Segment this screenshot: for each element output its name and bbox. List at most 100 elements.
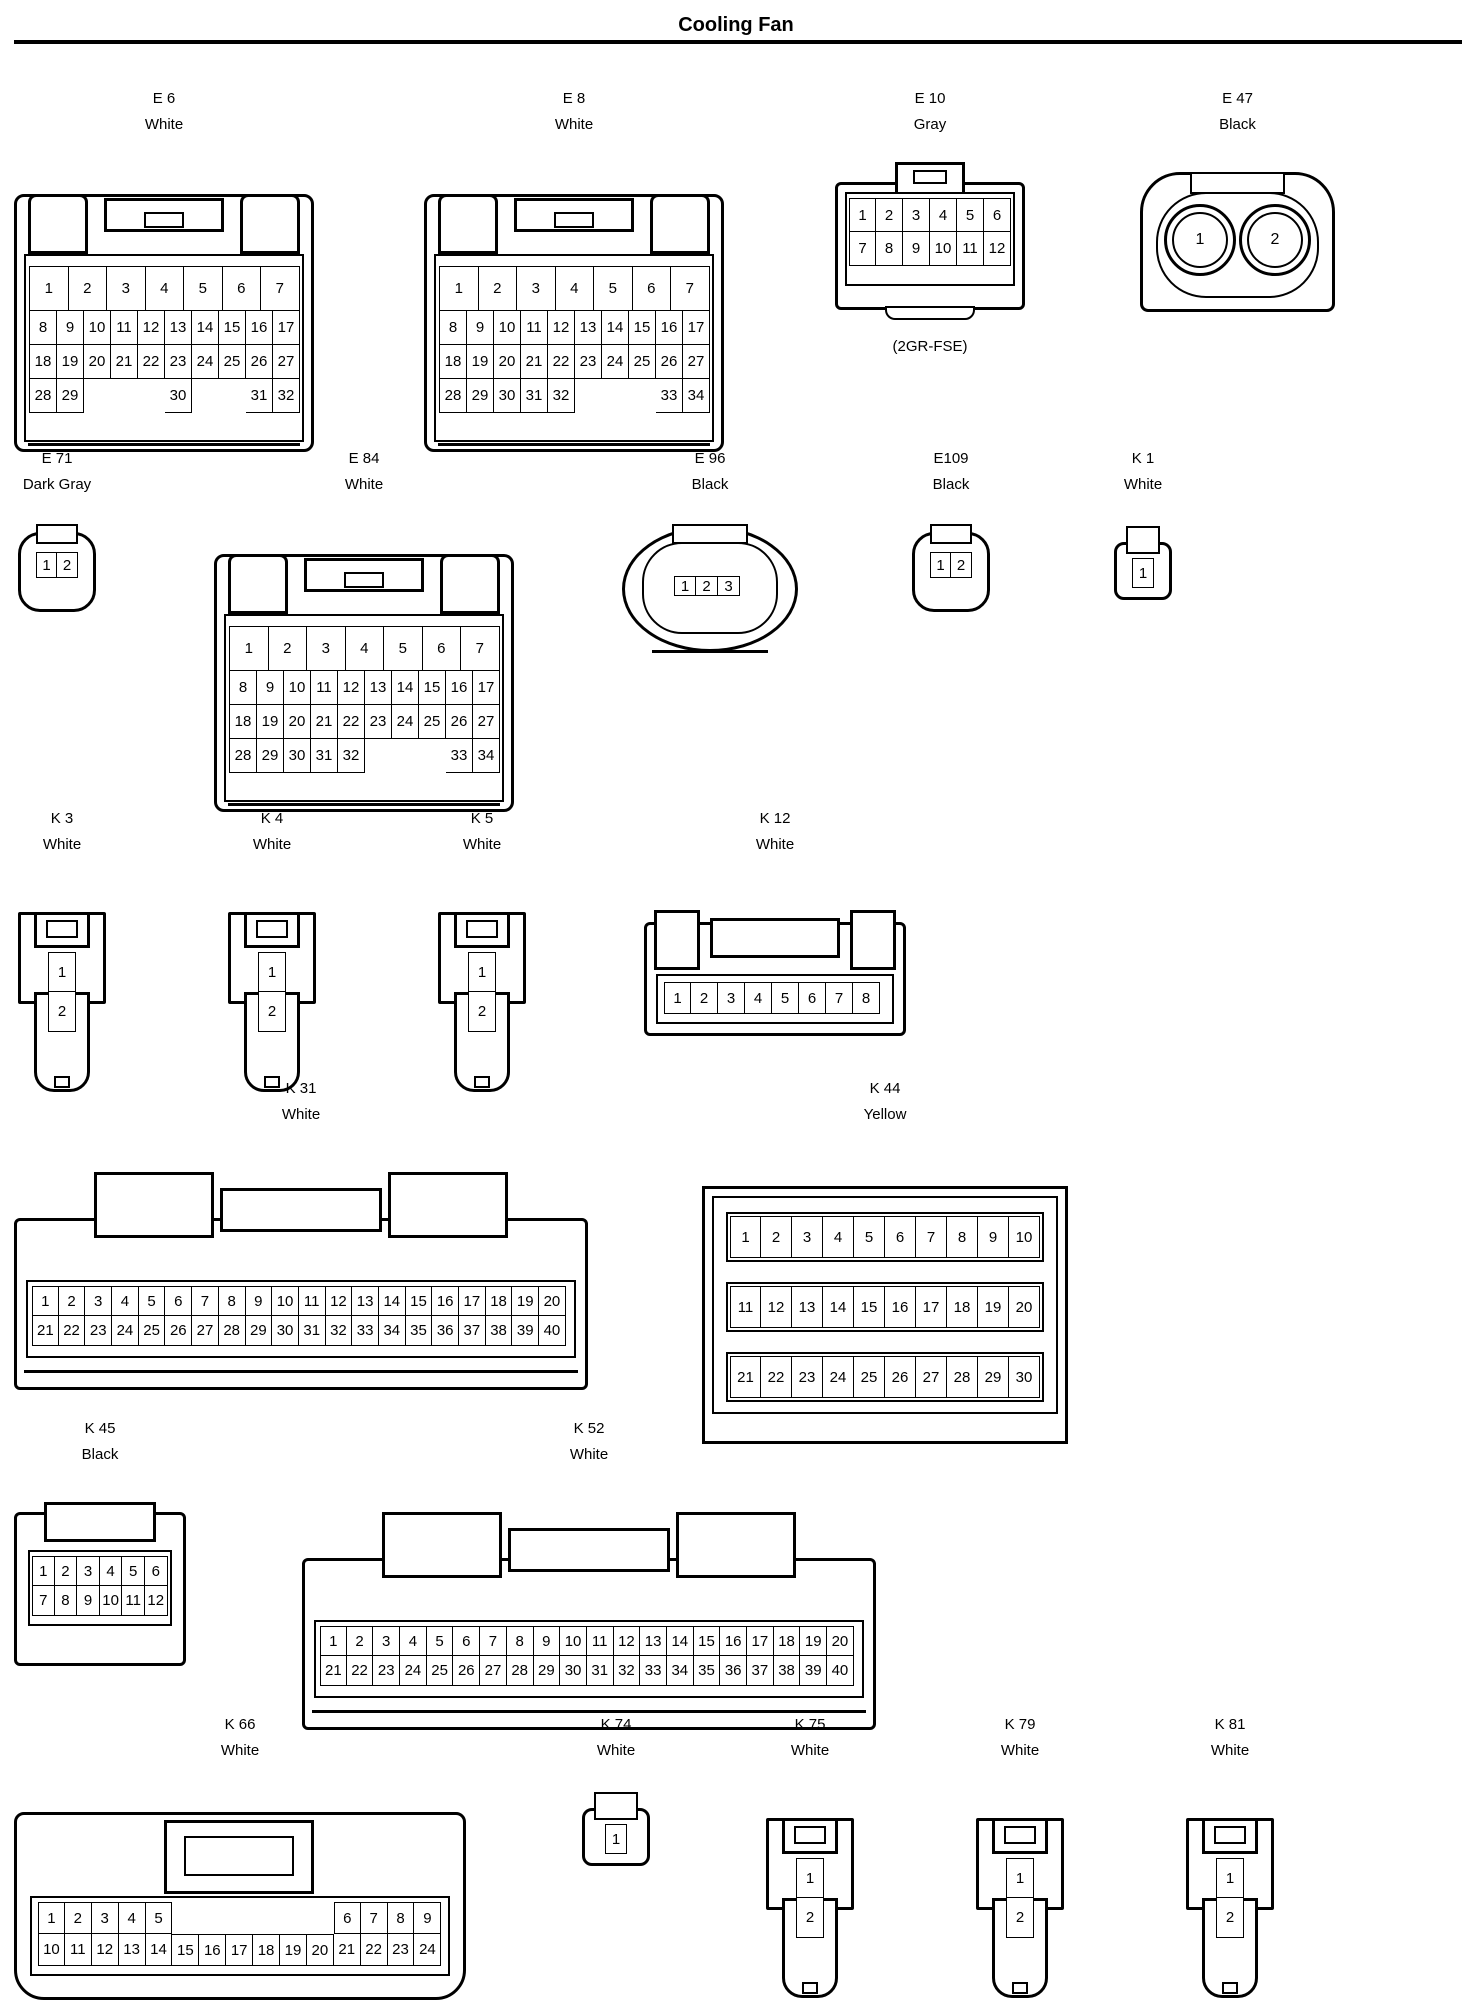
pin-cavity: 1: [468, 952, 496, 992]
connector-color: White: [1210, 1742, 1250, 1759]
pin-cavity: 15: [854, 1286, 885, 1328]
pin-cavity: 10: [272, 1286, 299, 1316]
pin-gap: [84, 379, 111, 413]
pin-cavity: 24: [192, 345, 219, 379]
pin-cavity: 16: [432, 1286, 459, 1316]
pin-cavity: 6: [799, 982, 826, 1014]
pin-cavity: 1: [30, 267, 69, 311]
pin-cavity: 3: [718, 982, 745, 1014]
pin-cavity: 24: [392, 705, 419, 739]
pin-cavity: 1: [674, 576, 696, 596]
pin-cavity: 14: [666, 1626, 694, 1656]
connector-id: E 71: [41, 450, 73, 467]
pin-cavity: 17: [916, 1286, 947, 1328]
pin-cavity: 18: [230, 705, 257, 739]
pin-cavity: 25: [854, 1356, 885, 1398]
pin-cavity: 3: [307, 627, 346, 671]
pin-cavity: 20: [1009, 1286, 1040, 1328]
pin-gap: [629, 379, 656, 413]
pin-cavity: 33: [656, 379, 683, 413]
pin-cavity: 30: [1009, 1356, 1040, 1398]
connector-id: E 47: [1222, 90, 1253, 107]
pin-cavity: 27: [916, 1356, 947, 1398]
pin-cavity: 10: [284, 671, 311, 705]
latch-tab: [654, 910, 700, 970]
pin-cavity: 33: [640, 1656, 667, 1686]
pin-cavity: 21: [111, 345, 138, 379]
pin-cavity: 8: [876, 232, 903, 266]
connector-color: White: [569, 1446, 609, 1463]
pin-cavity: 30: [165, 379, 192, 413]
pin-cavity: 25: [219, 345, 246, 379]
pin-cavity: 12: [338, 671, 365, 705]
connector-color: White: [755, 836, 795, 853]
pin-cavity: 2: [1216, 1898, 1244, 1938]
lock-lever: [54, 1076, 70, 1088]
lock-lever: [264, 1076, 280, 1088]
connector-id: E 6: [152, 90, 176, 107]
pin-cavity: 17: [226, 1934, 254, 1966]
connector-base: [438, 443, 710, 446]
pin-number: 1: [1195, 231, 1205, 248]
lock-lever: [1004, 1826, 1036, 1844]
pin-cavity: 7: [192, 1286, 219, 1316]
pin-cavity: 4: [823, 1216, 854, 1258]
pin-cavity: 9: [57, 311, 84, 345]
pin-cavity: 8: [506, 1626, 534, 1656]
pin-gap: [172, 1902, 199, 1934]
pin-cavity: 23: [792, 1356, 823, 1398]
pin-cavity: 16: [656, 311, 683, 345]
pin-cavity: 26: [246, 345, 273, 379]
pin-cavity: 1: [32, 1556, 55, 1586]
pin-cavity: 3: [517, 267, 556, 311]
pin-cavity: 26: [656, 345, 683, 379]
pin-cavity: 12: [984, 232, 1011, 266]
lock-lever: [1012, 1982, 1028, 1994]
pin-cavity: 2: [696, 576, 718, 596]
pin-cavity: 1: [1132, 558, 1154, 588]
pin-cavity: 11: [64, 1934, 92, 1966]
pin-cavity: 7: [826, 982, 853, 1014]
pin-cavity: 23: [387, 1934, 415, 1966]
pin-cavity: 27: [683, 345, 710, 379]
pin-cavity: 19: [467, 345, 494, 379]
lock-lever: [508, 1528, 670, 1572]
pin-cavity: 25: [426, 1656, 454, 1686]
pin-cavity: 9: [467, 311, 494, 345]
pin-cavity: 18: [253, 1934, 281, 1966]
pin-cavity: 23: [365, 705, 392, 739]
pin-cavity: 4: [99, 1556, 123, 1586]
pin-cavity: 28: [218, 1316, 246, 1346]
pin-cavity: 7: [671, 267, 710, 311]
pin-gap: [138, 379, 165, 413]
lock-lever: [1222, 1982, 1238, 1994]
connector-color: White: [596, 1742, 636, 1759]
pin-cavity: 6: [165, 1286, 193, 1316]
pin-cavity: 16: [885, 1286, 916, 1328]
latch-tab: [94, 1172, 214, 1238]
connector-id: K 44: [869, 1080, 901, 1097]
pin-cavity: 13: [575, 311, 602, 345]
pin-cavity: 24: [112, 1316, 139, 1346]
pin-cavity: 8: [440, 311, 467, 345]
pin-cavity: 5: [384, 627, 423, 671]
pin-cavity: 29: [467, 379, 494, 413]
pin-cavity: 21: [730, 1356, 761, 1398]
connector-id: E 84: [348, 450, 380, 467]
lock-lever: [794, 1826, 826, 1844]
pin-cavity: 3: [792, 1216, 823, 1258]
lock-lever: [913, 170, 947, 184]
pin-cavity: 10: [84, 311, 111, 345]
pin-cavity: 32: [548, 379, 575, 413]
pin-cavity: 14: [192, 311, 219, 345]
pin-cavity: 2: [796, 1898, 824, 1938]
page-title: Cooling Fan: [678, 14, 794, 36]
pin-cavity: 7: [916, 1216, 947, 1258]
pin-cavity: 34: [666, 1656, 694, 1686]
